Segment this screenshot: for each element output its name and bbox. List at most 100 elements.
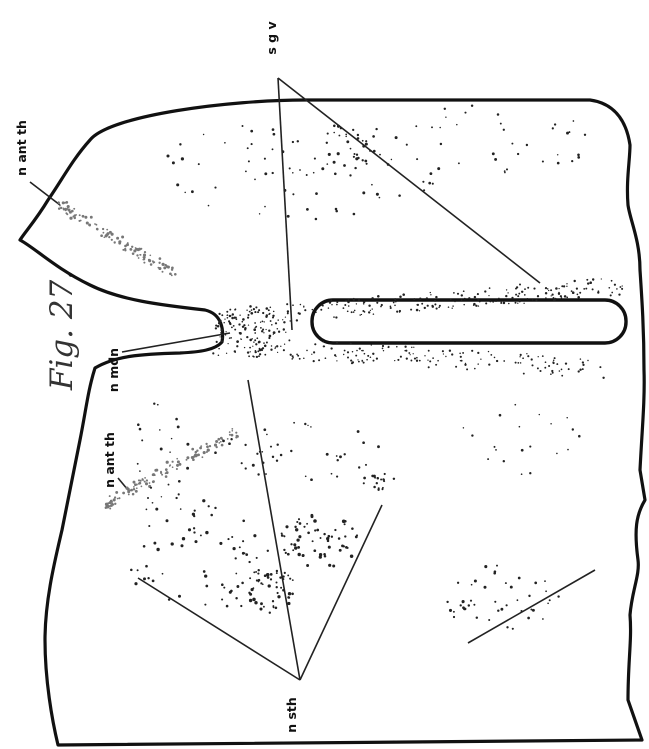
stipple-dot [260,322,261,323]
stipple-dot [506,168,508,170]
stipple-dot [139,254,141,256]
stipple-dot [429,360,431,362]
stipple-dot [461,299,463,301]
stipple-dot [556,453,558,455]
stipple-dot [568,368,570,370]
stipple-dot [241,339,242,340]
stipple-dot [430,294,431,295]
stipple-dot [225,331,226,332]
stipple-dot [171,268,173,270]
stipple-dot [146,479,148,481]
stipple-dot [602,377,604,379]
stipple-dot [565,362,567,364]
stipple-dot [236,585,239,588]
stipple-dot [249,347,251,349]
stipple-dot [384,473,386,475]
stipple-dot [287,312,289,314]
stipple-dot [416,309,419,312]
stipple-dot [416,158,418,160]
stipple-dot [323,345,325,347]
stipple-dot [410,360,412,362]
stipple-dot [133,486,135,488]
stipple-dot [229,322,231,324]
stipple-dot [282,575,284,577]
stipple-dot [235,432,237,434]
stipple-dot [234,329,236,331]
stipple-dot [322,341,324,343]
stipple-dot [413,298,415,300]
stipple-dot [561,369,563,371]
stipple-dot [576,288,578,290]
stipple-dot [313,360,315,362]
stipple-dot [168,598,170,600]
stipple-dot [244,444,246,446]
stipple-dot [268,309,270,311]
stipple-dot [476,616,478,618]
stipple-dot [262,321,264,323]
stipple-dot [520,362,522,364]
stipple-dot [226,311,228,313]
stipple-dot [186,459,188,461]
stipple-dot [268,584,271,587]
stipple-dot [538,356,539,357]
stipple-dot [270,349,272,351]
stipple-dot [134,483,137,486]
stipple-dot [303,526,305,528]
stipple-dot [251,338,252,339]
stipple-dot [153,403,155,405]
stipple-dot [259,451,261,453]
stipple-dot [336,304,338,306]
stipple-dot [489,287,491,289]
stipple-dot [463,427,464,428]
stipple-dot [66,208,68,210]
stipple-dot [537,367,539,369]
stipple-dot [511,297,513,299]
stipple-dot [460,604,462,606]
stipple-dot [449,609,452,612]
stipple-dot [470,600,472,602]
stipple-dot [343,164,346,167]
stipple-dot [270,320,272,322]
stipple-dot [268,313,270,315]
stipple-dot [331,304,332,305]
stipple-dot [587,282,589,284]
stipple-dot [461,294,463,296]
stipple-dot [517,362,519,364]
stipple-dot [241,462,243,464]
stipple-dot [398,194,401,197]
stipple-dot [136,487,138,489]
stipple-dot [242,519,245,522]
stipple-dot [496,360,498,362]
stipple-dot [229,431,231,433]
stipple-dot [246,309,247,310]
stipple-dot [485,302,487,304]
stipple-dot [283,349,285,351]
stipple-dot [310,478,313,481]
stipple-dot [169,465,171,467]
stipple-dot [488,351,489,352]
stipple-dot [432,357,434,359]
stipple-dot [178,493,180,495]
stipple-dot [345,134,347,136]
stipple-dot [220,441,222,443]
stipple-dot [480,359,481,360]
stipple-dot [245,467,247,469]
leader-bottom-right [468,570,595,643]
stipple-dot [278,331,280,333]
stipple-dot [154,469,157,472]
stipple-dot [414,358,416,360]
stipple-dot [268,330,270,332]
stipple-dot [319,553,322,556]
stipple-dot [248,561,250,563]
stipple-dot [235,597,237,599]
stipple-dot [283,321,285,323]
stipple-dot [276,572,278,574]
stipple-dot [527,355,529,357]
stipple-dot [218,313,220,315]
stipple-dot [204,604,206,606]
stipple-dot [554,123,556,125]
stipple-dot [262,312,264,314]
stipple-dot [232,313,234,315]
stipple-dot [406,357,408,359]
stipple-dot [344,523,346,525]
